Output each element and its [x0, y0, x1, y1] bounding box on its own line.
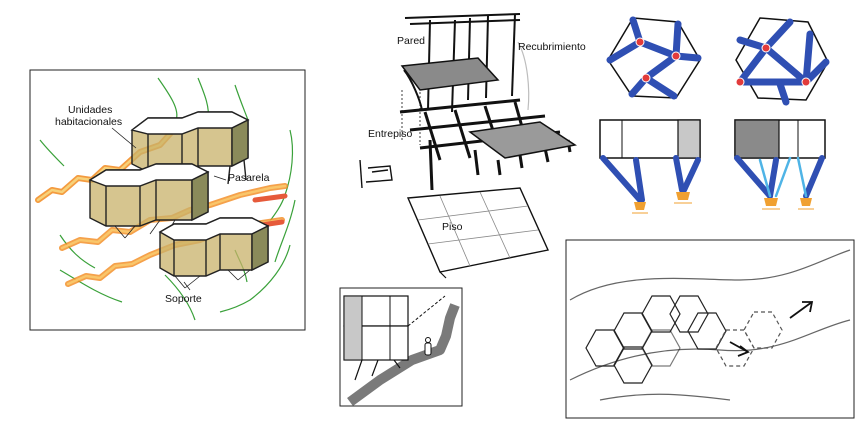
label-walkway: Pasarela	[228, 172, 270, 184]
hexagon-future-dashed	[715, 311, 783, 367]
label-cladding: Recubrimiento	[518, 41, 586, 53]
person-figure	[424, 337, 432, 356]
label-support: Soporte	[165, 293, 202, 305]
hexagon-growth-panel	[565, 239, 855, 419]
label-mezzanine: Entrepiso	[368, 128, 413, 140]
label-housing-units-1: Unidades	[68, 104, 112, 116]
hexagon-plan-right	[735, 17, 830, 106]
section-sketch-panel	[339, 287, 463, 407]
wall-panel	[400, 57, 500, 91]
label-floor: Piso	[442, 221, 463, 233]
hexagon-plan-left	[606, 16, 702, 100]
frame-elevation-right	[734, 119, 826, 210]
housing-unit-upper	[130, 111, 250, 185]
housing-unit-middle	[88, 163, 210, 239]
label-housing-units-2: habitacionales	[55, 116, 122, 128]
exploded-axonometric	[359, 13, 577, 279]
housing-unit-lower	[158, 217, 270, 289]
hexagon-cluster	[585, 295, 727, 384]
growth-arrows	[729, 301, 814, 357]
label-wall: Pared	[397, 35, 425, 47]
mezzanine-bracket	[359, 159, 393, 189]
cladding-panel	[468, 121, 577, 159]
frame-elevation-left	[599, 119, 701, 214]
floor-grid	[406, 187, 549, 273]
site-perspective-panel: Unidades habitacionales Pasarela Soporte	[29, 69, 306, 331]
terrain-path	[347, 303, 460, 407]
